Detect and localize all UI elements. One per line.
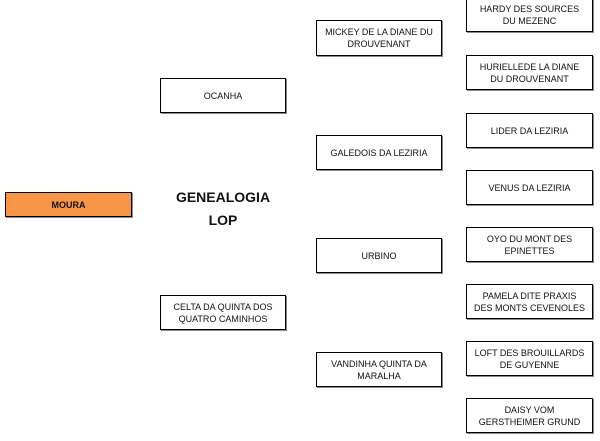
grandparent-name: GALEDOIS DA LEZIRIA [330, 147, 428, 158]
title-line-1: GENEALOGIA [175, 189, 271, 205]
grandparent-box-sire-dam: GALEDOIS DA LEZIRIA [316, 135, 442, 170]
dam-name: CELTA DA QUINTA DOS QUATRO CAMINHOS [173, 301, 273, 324]
great-grandparent-name: PAMELA DITE PRAXIS DES MONTS CEVENOLES [473, 290, 586, 313]
great-grandparent-box: LOFT DES BROUILLARDS DE GUYENNE [466, 341, 593, 376]
great-grandparent-name: HARDY DES SOURCES DU MEZENC [479, 3, 580, 26]
grandparent-box-sire-sire: MICKEY DE LA DIANE DU DROUVENANT [316, 20, 442, 56]
great-grandparent-name: LOFT DES BROUILLARDS DE GUYENNE [474, 347, 585, 370]
sire-box: OCANHA [160, 78, 286, 113]
great-grandparent-box: DAISY VOM GERSTHEIMER GRUND [466, 398, 593, 433]
page-title: GENEALOGIA LOP [160, 186, 286, 232]
great-grandparent-box: PAMELA DITE PRAXIS DES MONTS CEVENOLES [466, 284, 593, 319]
great-grandparent-box: VENUS DA LEZIRIA [466, 170, 593, 205]
great-grandparent-box: OYO DU MONT DES EPINETTES [466, 227, 593, 262]
great-grandparent-name: HURIELLEDE LA DIANE DU DROUVENANT [479, 61, 580, 84]
subject-box: MOURA [5, 192, 132, 217]
grandparent-name: URBINO [361, 250, 397, 261]
great-grandparent-box: HARDY DES SOURCES DU MEZENC [466, 0, 593, 32]
great-grandparent-name: VENUS DA LEZIRIA [488, 182, 571, 193]
great-grandparent-name: DAISY VOM GERSTHEIMER GRUND [478, 404, 581, 427]
title-line-2: LOP [208, 212, 238, 228]
great-grandparent-box: LIDER DA LEZIRIA [466, 113, 593, 148]
great-grandparent-name: OYO DU MONT DES EPINETTES [486, 233, 573, 256]
dam-box: CELTA DA QUINTA DOS QUATRO CAMINHOS [160, 295, 286, 330]
great-grandparent-name: LIDER DA LEZIRIA [490, 125, 569, 136]
grandparent-name: VANDINHA QUINTA DA MARALHA [331, 358, 427, 381]
grandparent-name: MICKEY DE LA DIANE DU DROUVENANT [325, 27, 433, 49]
sire-name: OCANHA [203, 90, 243, 101]
grandparent-box-dam-sire: URBINO [316, 238, 442, 273]
subject-name: MOURA [51, 199, 86, 210]
great-grandparent-box: HURIELLEDE LA DIANE DU DROUVENANT [466, 55, 593, 90]
grandparent-box-dam-dam: VANDINHA QUINTA DA MARALHA [316, 352, 442, 387]
